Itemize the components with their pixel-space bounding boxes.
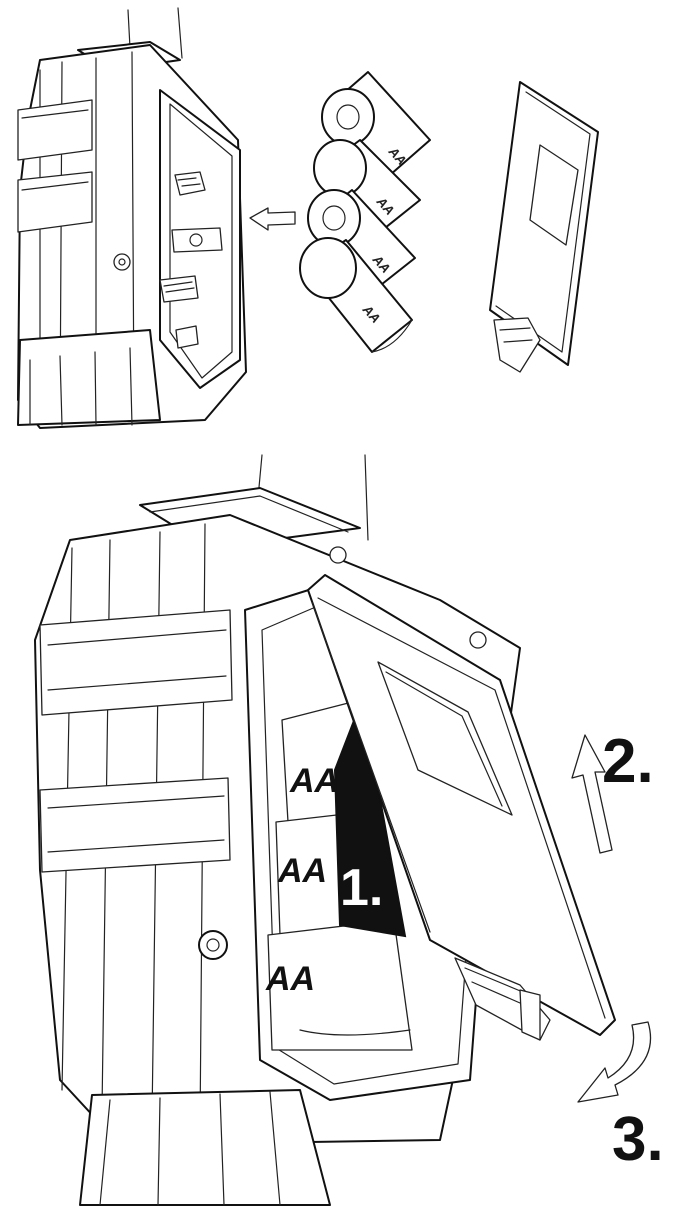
step-1-label: 1. <box>340 859 383 917</box>
battery-cover-loose <box>489 81 599 373</box>
step-3-label: 3. <box>612 1105 664 1174</box>
battery-bottom-3: AA <box>265 919 413 1051</box>
battery-label: AA <box>265 960 315 998</box>
step-2-label: 2. <box>602 727 654 796</box>
battery-label: AA <box>277 852 327 890</box>
battery-top-1: AA <box>321 71 431 176</box>
battery-cover-open <box>307 574 616 1041</box>
battery-top-4: AA <box>299 237 413 353</box>
insert-arrow <box>249 207 296 231</box>
bottom-illustration: AA AA AA 1. <box>34 454 664 1206</box>
step-2-arrow <box>571 734 613 854</box>
step-1-latch: 1. <box>333 696 407 938</box>
battery-top-2: AA <box>313 139 421 237</box>
step-3-arrow <box>577 1021 652 1103</box>
device-body-open <box>17 7 247 429</box>
battery-label: AA <box>289 762 339 800</box>
battery-top-3: AA <box>307 189 416 293</box>
top-illustration: AA AA AA AA <box>17 7 599 429</box>
